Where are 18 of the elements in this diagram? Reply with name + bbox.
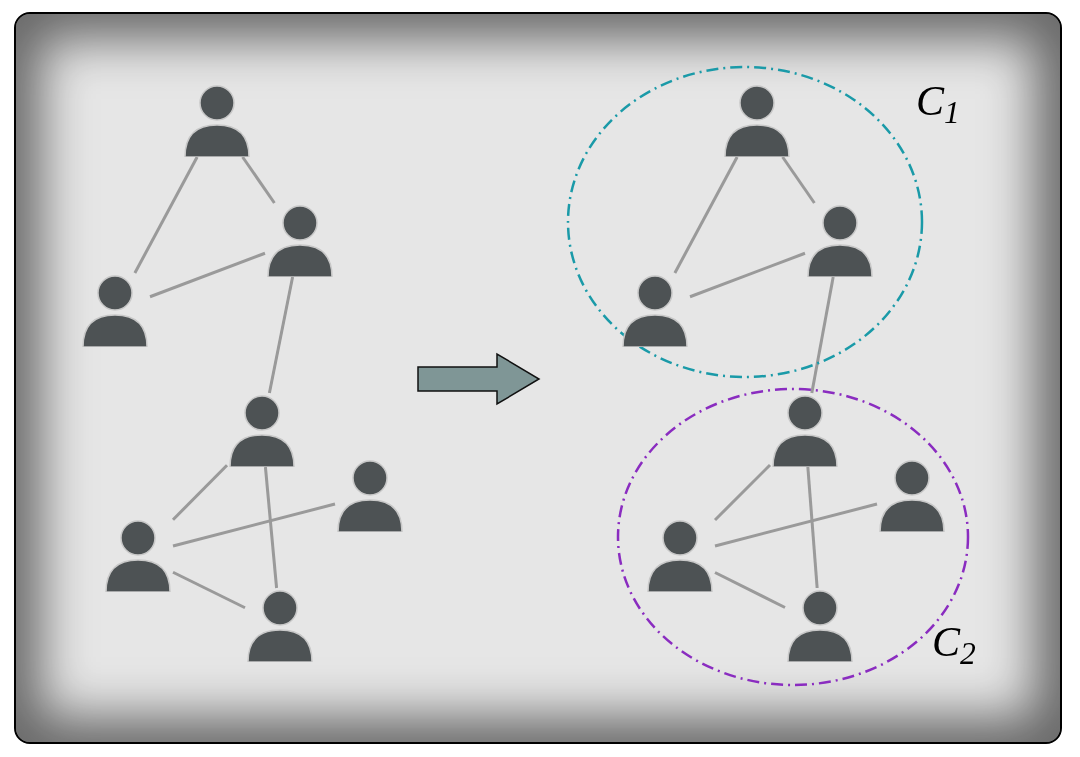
connector-line bbox=[171, 464, 229, 521]
connector-line bbox=[149, 251, 266, 299]
connector-line bbox=[263, 466, 279, 589]
connector-line bbox=[689, 251, 806, 299]
cluster-label: C$_{2}$ bbox=[932, 621, 976, 663]
connector-line bbox=[673, 156, 739, 274]
cluster-label: C$_{1}$ bbox=[916, 80, 960, 122]
connector-line bbox=[810, 276, 835, 394]
connector-line bbox=[714, 502, 878, 548]
connector-line bbox=[172, 502, 336, 548]
connector-line bbox=[172, 570, 246, 610]
connector-line bbox=[267, 276, 295, 394]
connector-line bbox=[241, 156, 276, 204]
connector-line bbox=[133, 156, 199, 274]
connector-line bbox=[714, 571, 786, 609]
connector-line bbox=[806, 466, 819, 589]
connector-line bbox=[781, 156, 816, 204]
connector-line bbox=[713, 463, 772, 522]
